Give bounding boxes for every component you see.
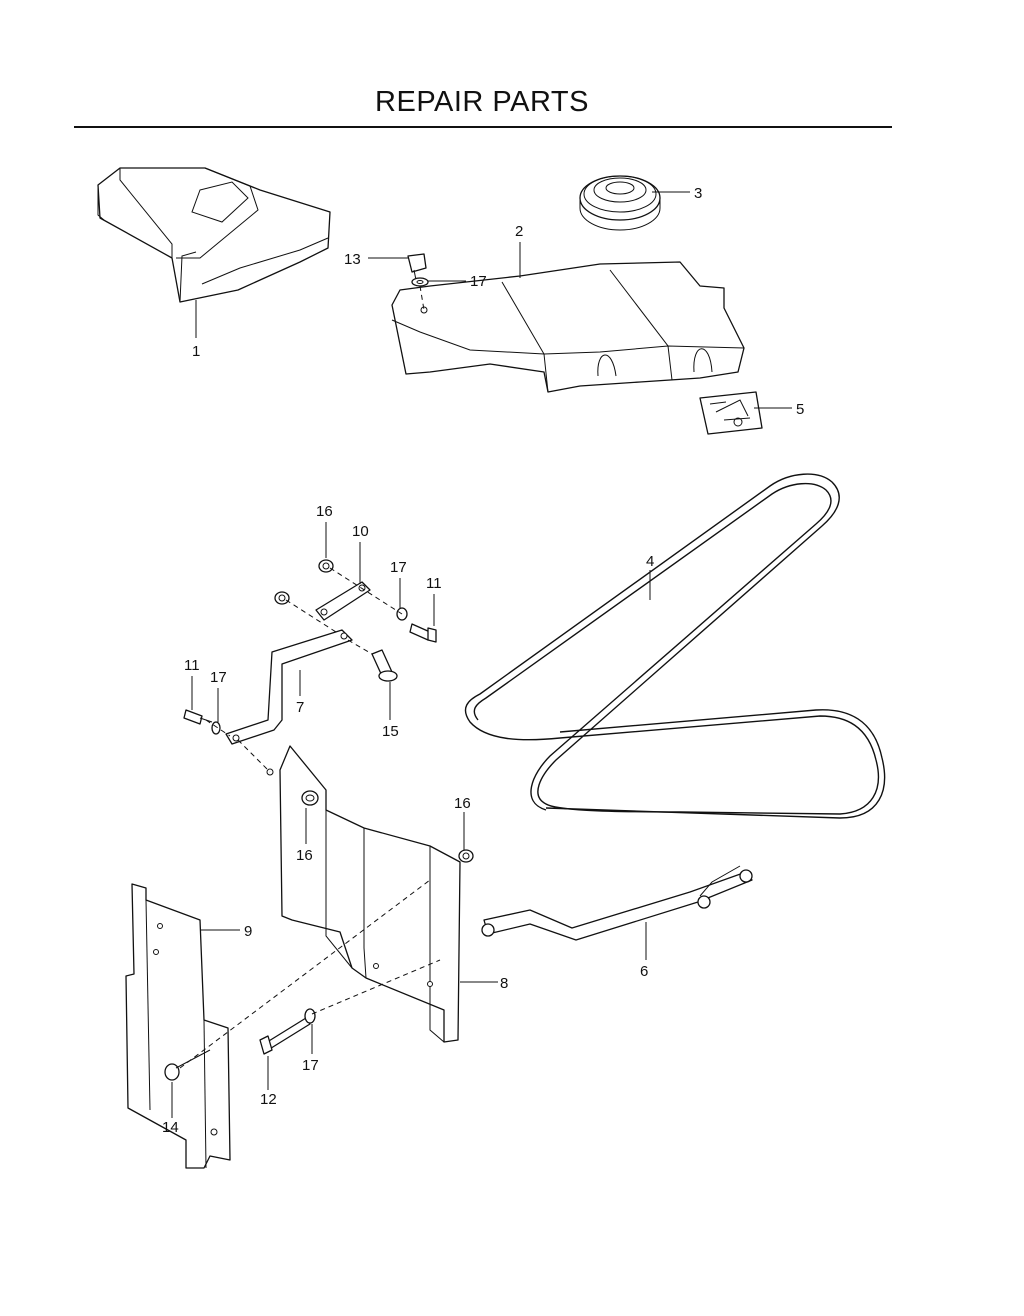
title-rule <box>74 126 892 128</box>
callout-1: 1 <box>192 343 200 360</box>
callout-3: 3 <box>694 185 702 202</box>
callout-14: 14 <box>162 1119 179 1136</box>
part-11-bolt-left <box>183 709 213 725</box>
part-16-nut-top <box>318 559 334 573</box>
part-3-pulley <box>579 175 661 231</box>
part-16-nut-bracket <box>301 790 319 806</box>
part-13-bolt-top <box>407 253 427 281</box>
callout-17-bottom: 17 <box>302 1057 319 1074</box>
part-11-bolt-upper <box>409 623 437 643</box>
part-15-pin <box>371 649 398 682</box>
callout-16-top: 16 <box>316 503 333 520</box>
callout-5: 5 <box>796 401 804 418</box>
part-6-linkage-rod <box>481 865 753 941</box>
callout-12: 12 <box>260 1091 277 1108</box>
callout-11-left: 11 <box>184 657 200 674</box>
callout-13: 13 <box>344 251 361 268</box>
callout-4: 4 <box>646 553 654 570</box>
part-12-bolt <box>259 1017 311 1055</box>
callout-10: 10 <box>352 523 369 540</box>
part-10-bracket <box>315 581 371 621</box>
part-17-washer-top <box>411 277 429 287</box>
assembly-lines <box>179 285 441 1069</box>
part-8-mount-bracket <box>266 745 461 1043</box>
part-17-washer-bottom <box>304 1008 316 1024</box>
part-16-nut-left <box>274 591 290 605</box>
callout-6: 6 <box>640 963 648 980</box>
callout-numbers: 1 2 3 13 17 5 4 16 10 17 11 11 17 7 15 1… <box>162 185 804 1136</box>
callout-2: 2 <box>515 223 523 240</box>
callout-17-top: 17 <box>470 273 487 290</box>
part-14-pin <box>164 1049 211 1081</box>
callout-17-left: 17 <box>210 669 227 686</box>
part-4-v-belt <box>464 473 886 819</box>
callout-7: 7 <box>296 699 304 716</box>
callout-17-mid: 17 <box>390 559 407 576</box>
callout-9: 9 <box>244 923 252 940</box>
part-1-belt-cover <box>97 167 331 303</box>
part-5-decal <box>699 391 763 435</box>
part-9-frame-plate <box>125 883 231 1169</box>
leader-lines <box>171 191 792 1118</box>
part-2-belt-guard <box>391 261 745 393</box>
page-title: REPAIR PARTS <box>375 86 589 118</box>
callout-16-right: 16 <box>454 795 471 812</box>
part-17-washer-left <box>211 721 221 735</box>
callout-15: 15 <box>382 723 399 740</box>
callout-11-upper: 11 <box>426 575 442 592</box>
part-16-nut-right <box>458 849 474 863</box>
callout-8: 8 <box>500 975 508 992</box>
part-7-idler-arm <box>225 629 353 745</box>
callout-16-bracket: 16 <box>296 847 313 864</box>
